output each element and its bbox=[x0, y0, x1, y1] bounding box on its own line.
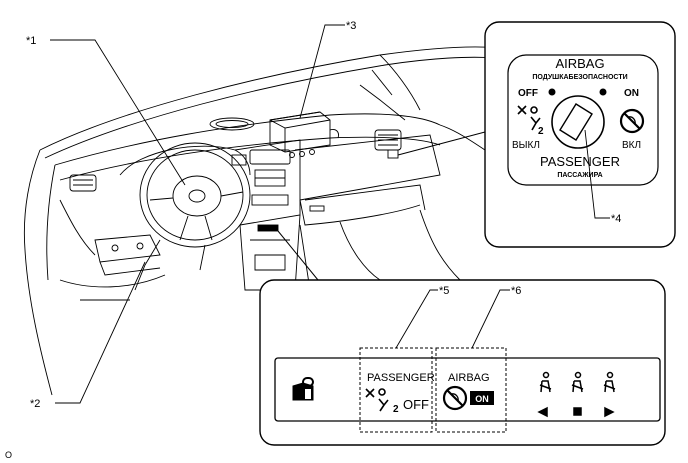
callout-2: *2 bbox=[30, 398, 40, 410]
indicator-passenger-label: PASSENGER bbox=[367, 372, 435, 384]
airbag-on-icon bbox=[619, 108, 645, 134]
callout-5: *5 bbox=[439, 285, 449, 297]
indicator-on-label: ON bbox=[475, 394, 489, 404]
switch-passenger-ru-label: ПАССАЖИРА bbox=[557, 172, 602, 179]
indicator-airbag-label: AIRBAG bbox=[448, 372, 490, 384]
switch-title: AIRBAG bbox=[555, 56, 604, 71]
switch-passenger-label: PASSENGER bbox=[540, 154, 620, 169]
airbag-off-icon bbox=[442, 385, 468, 411]
seatbelt-reminder-left-icon bbox=[537, 371, 552, 418]
passenger-seat-off-icon bbox=[365, 388, 389, 412]
on-badge bbox=[470, 391, 494, 405]
callout-leaders bbox=[50, 24, 610, 404]
figure-code: O bbox=[5, 450, 12, 460]
airbag-switch-detail: AIRBAG ПОДУШКАБЕЗОПАСНОСТИ OFF ON 2 ВЫКЛ… bbox=[397, 21, 676, 248]
seatbelt-reminder-center-icon bbox=[571, 371, 584, 416]
switch-on-ru-label: ВКЛ bbox=[622, 140, 641, 151]
passenger-seat-off-icon bbox=[517, 105, 541, 131]
indicator-off-label: OFF bbox=[403, 397, 429, 412]
switch-on-label: ON bbox=[624, 88, 639, 99]
indicator-panel-detail: PASSENGER 2 OFF AIRBAG ON bbox=[259, 230, 666, 446]
callout-4: *4 bbox=[611, 213, 621, 225]
callout-3: *3 bbox=[346, 20, 356, 32]
seatbelt-reminder-right-icon bbox=[603, 371, 616, 418]
switch-off-label: OFF bbox=[518, 88, 538, 99]
callout-6: *6 bbox=[511, 285, 521, 297]
callout-1: *1 bbox=[26, 35, 36, 47]
indicator-seat-count: 2 bbox=[393, 404, 399, 415]
switch-subtitle: ПОДУШКАБЕЗОПАСНОСТИ bbox=[532, 74, 627, 81]
switch-seat-count: 2 bbox=[538, 126, 544, 137]
security-indicator-icon bbox=[292, 377, 314, 401]
switch-off-ru-label: ВЫКЛ bbox=[512, 140, 540, 151]
